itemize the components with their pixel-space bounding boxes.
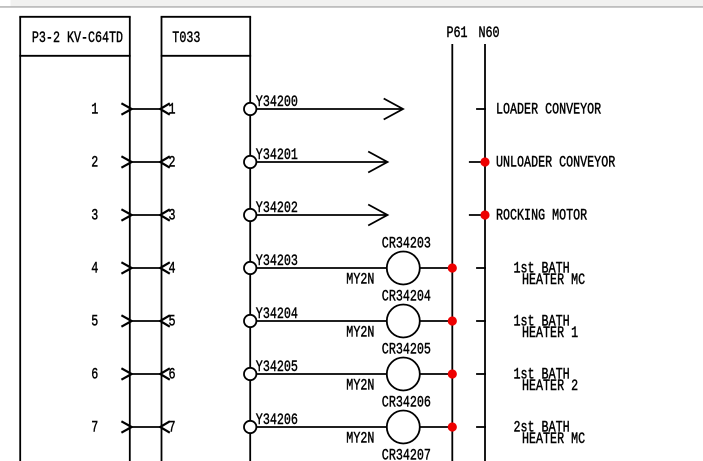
svg-text:HEATER MC: HEATER MC (522, 272, 585, 289)
svg-text:4: 4 (169, 261, 176, 278)
svg-text:MY2N: MY2N (346, 431, 374, 448)
svg-text:CR34207: CR34207 (382, 448, 431, 461)
svg-text:HEATER MC: HEATER MC (522, 431, 585, 448)
svg-text:Y34205: Y34205 (256, 360, 298, 377)
svg-text:1st BATH: 1st BATH (514, 367, 570, 384)
svg-text:MY2N: MY2N (346, 272, 374, 289)
svg-text:T033: T033 (172, 31, 200, 48)
svg-text:CR34203: CR34203 (382, 236, 431, 253)
svg-text:Y34202: Y34202 (256, 201, 298, 218)
svg-text:CR34206: CR34206 (382, 395, 431, 412)
svg-text:5: 5 (169, 314, 176, 331)
svg-text:MY2N: MY2N (346, 325, 374, 342)
svg-text:Y34206: Y34206 (256, 413, 298, 430)
svg-text:1st BATH: 1st BATH (514, 314, 570, 331)
svg-text:1st BATH: 1st BATH (514, 261, 570, 278)
svg-text:2st BATH: 2st BATH (514, 420, 570, 437)
svg-text:LOADER CONVEYOR: LOADER CONVEYOR (496, 102, 601, 119)
svg-text:HEATER 2: HEATER 2 (522, 378, 578, 395)
svg-text:P61: P61 (447, 25, 468, 42)
svg-text:CR34204: CR34204 (382, 289, 431, 306)
svg-text:3: 3 (91, 208, 98, 225)
svg-text:7: 7 (91, 420, 98, 437)
svg-text:5: 5 (91, 314, 98, 331)
svg-text:UNLOADER CONVEYOR: UNLOADER CONVEYOR (496, 155, 615, 172)
svg-text:N60: N60 (479, 25, 500, 42)
svg-text:HEATER 1: HEATER 1 (522, 325, 578, 342)
svg-text:MY2N: MY2N (346, 378, 374, 395)
svg-text:6: 6 (169, 367, 176, 384)
svg-text:Y34200: Y34200 (256, 95, 298, 112)
svg-text:Y34204: Y34204 (256, 307, 298, 324)
svg-text:7: 7 (169, 420, 176, 437)
svg-text:Y34201: Y34201 (256, 148, 298, 165)
svg-text:2: 2 (91, 155, 98, 172)
svg-text:Y34203: Y34203 (256, 254, 298, 271)
svg-text:P3-2 KV-C64TD: P3-2 KV-C64TD (32, 31, 123, 48)
svg-text:1: 1 (91, 102, 98, 119)
svg-text:6: 6 (91, 367, 98, 384)
svg-text:4: 4 (91, 261, 98, 278)
svg-text:1: 1 (169, 102, 176, 119)
svg-text:2: 2 (169, 155, 176, 172)
svg-text:3: 3 (169, 208, 176, 225)
svg-text:CR34205: CR34205 (382, 342, 431, 359)
svg-text:ROCKING MOTOR: ROCKING MOTOR (496, 208, 587, 225)
